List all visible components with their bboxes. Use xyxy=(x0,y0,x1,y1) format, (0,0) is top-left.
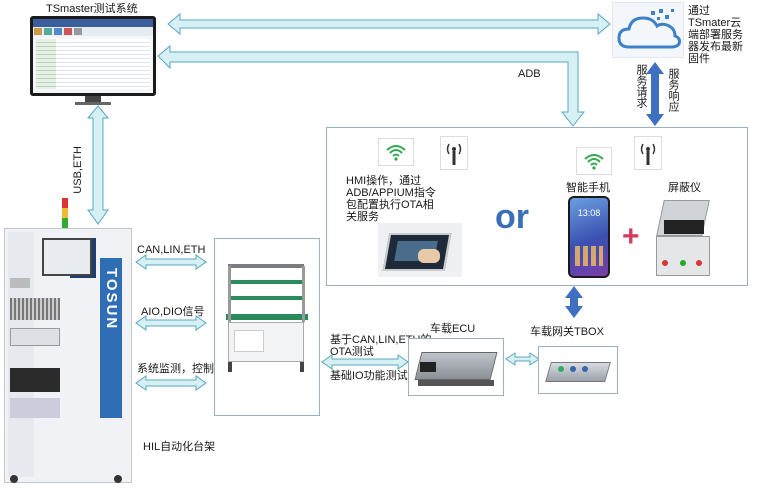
or-text: or xyxy=(495,198,529,236)
shield-box-image xyxy=(652,200,714,280)
arrow-aio-dio xyxy=(135,315,207,331)
antenna-icon xyxy=(440,136,468,170)
wifi-icon xyxy=(378,138,414,166)
tsmaster-monitor xyxy=(30,16,156,106)
io-test-label: 基础IO功能测试 xyxy=(330,370,408,382)
hil-rack-label: HIL自动化台架 xyxy=(143,441,216,453)
adb-label: ADB xyxy=(518,68,541,80)
phone-time: 13:08 xyxy=(577,208,601,218)
aio-dio-label: AIO,DIO信号 xyxy=(141,306,205,318)
arrow-tsmaster-cloud xyxy=(167,12,611,36)
arrow-service xyxy=(646,62,664,126)
smartphone-label: 智能手机 xyxy=(566,182,610,194)
hmi-tablet-image xyxy=(378,223,462,277)
tbox-label: 车载网关TBOX xyxy=(530,326,604,338)
tsmaster-title: TSmaster测试系统 xyxy=(46,3,138,15)
antenna-icon xyxy=(634,136,662,170)
shield-box-label: 屏蔽仪 xyxy=(668,182,701,194)
arrow-adb xyxy=(157,44,586,127)
arrow-usb-eth xyxy=(86,105,110,225)
usb-eth-label: USB,ETH xyxy=(72,146,84,194)
ota-test-label: 基于CAN,LIN,ETH的 OTA测试 xyxy=(330,334,432,358)
arrow-can-lin-eth xyxy=(135,254,207,270)
rack-screen xyxy=(42,238,92,276)
arrow-ecu-tbox xyxy=(505,352,540,366)
service-response-label: 服务响应 xyxy=(667,68,679,112)
cloud-icon xyxy=(612,2,684,58)
rack-brand: TOSUN xyxy=(103,268,120,331)
monitor-control-label: 系统监测，控制 xyxy=(137,363,214,375)
wifi-icon xyxy=(576,147,612,175)
cloud-description: 通过 TSmater云 端部署服务 器发布最新 固件 xyxy=(688,5,743,65)
ecu-image xyxy=(414,348,500,390)
can-lin-eth-label: CAN,LIN,ETH xyxy=(137,244,206,256)
service-request-label: 服务请求 xyxy=(635,64,647,108)
arrow-monitor-control xyxy=(135,375,207,391)
arrow-panel-tbox xyxy=(565,286,583,318)
tbox-image xyxy=(544,356,612,388)
workbench-image xyxy=(220,262,314,380)
plus-icon: + xyxy=(622,220,640,253)
ecu-label: 车载ECU xyxy=(430,323,476,335)
hmi-description: HMI操作，通过 ADB/APPIUM指令 包配置执行OTA相 关服务 xyxy=(346,175,436,223)
smartphone-image: 13:08 xyxy=(568,196,610,278)
